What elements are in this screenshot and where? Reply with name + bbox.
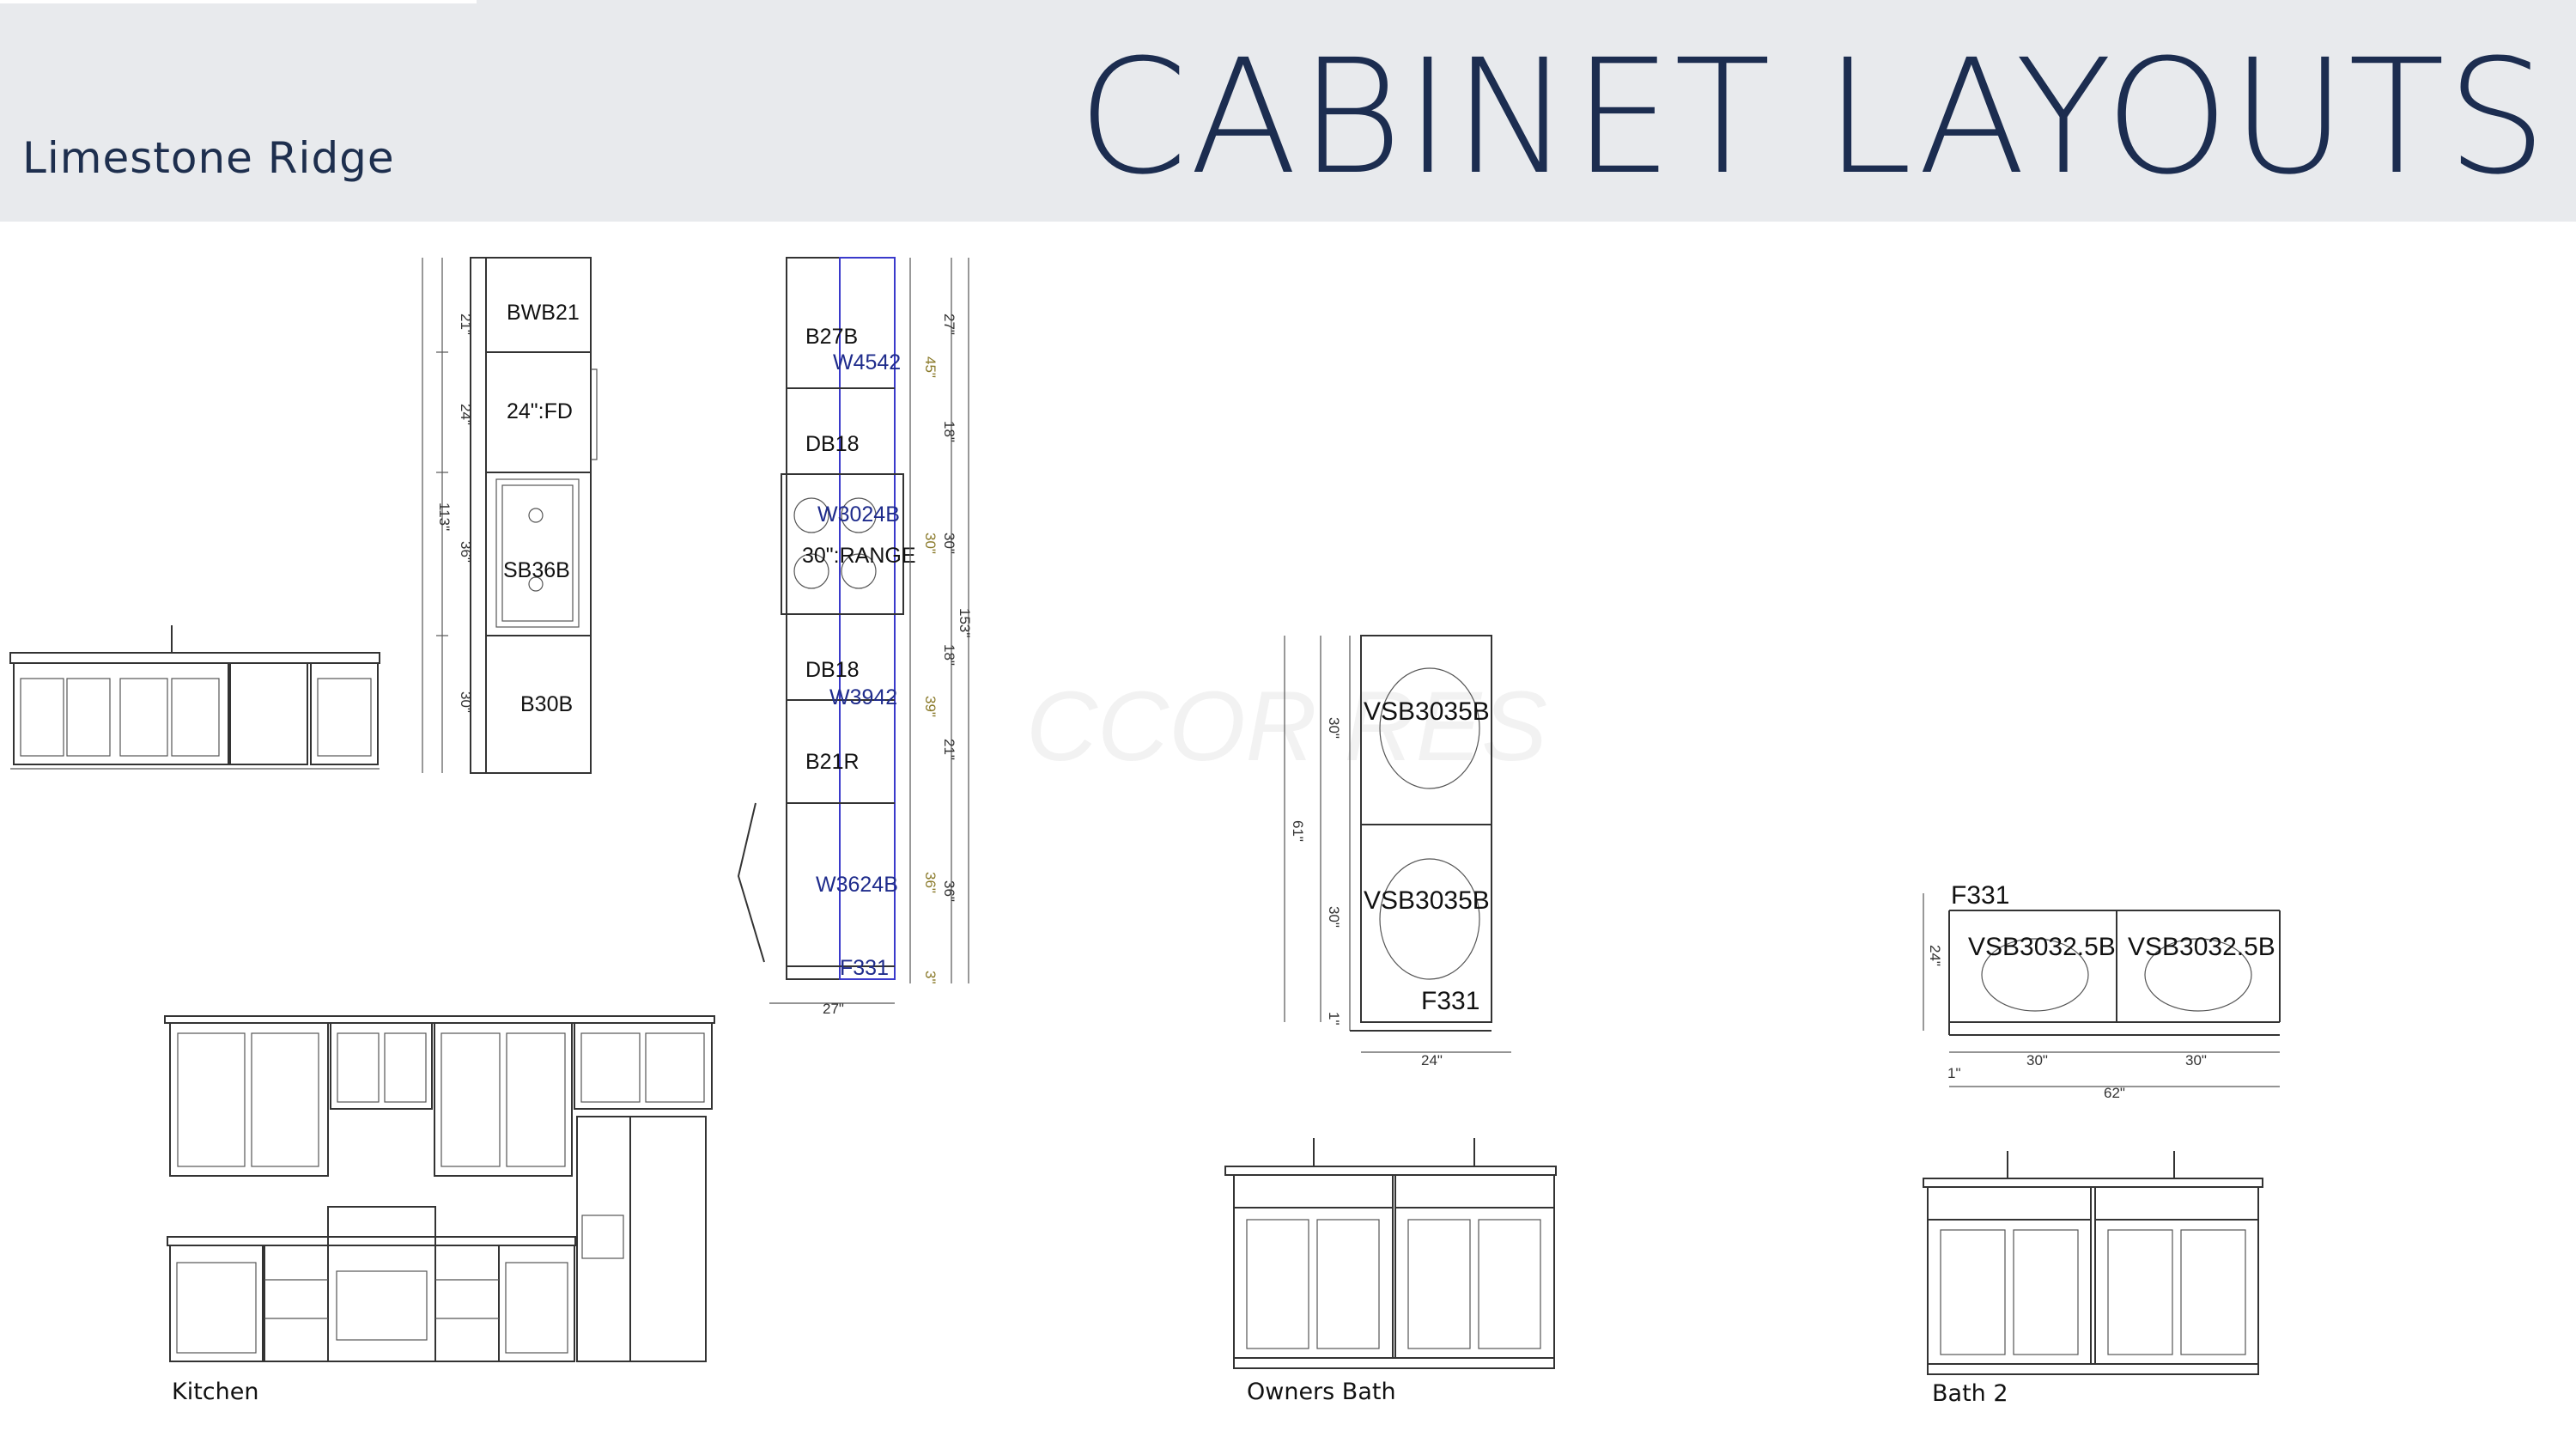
owners-dim-5: 24" xyxy=(1421,1052,1443,1068)
plan-a-dim-1: 21" xyxy=(458,314,474,335)
watermark: CCOR RES xyxy=(1026,672,1547,782)
owners-dim-3: 61" xyxy=(1290,820,1306,842)
page-title: CABINET LAYOUTS xyxy=(1077,26,2549,210)
owners-cab-1: VSB3035B xyxy=(1364,697,1490,726)
owners-dim-2: 30" xyxy=(1326,906,1342,928)
plan-b-dim-2: 18" xyxy=(941,421,957,442)
plan-b-base-1: B27B xyxy=(805,325,858,349)
plan-b-wall-4: W3624B xyxy=(816,873,898,897)
plan-b-dim-total: 153" xyxy=(957,608,973,637)
plan-a-dim-4: 30" xyxy=(458,691,474,713)
bath2-dim-1: 24" xyxy=(1927,945,1943,966)
header-strip xyxy=(0,0,477,3)
owners-dim-4: 1" xyxy=(1326,1012,1342,1026)
caption-owners-bath: Owners Bath xyxy=(1247,1379,1396,1405)
plan-b-dim-y2: 30" xyxy=(922,533,939,554)
plan-a-cab-2: 24":FD xyxy=(507,399,573,423)
bath2-cab-1: F331 xyxy=(1951,881,2009,910)
plan-a-floorplan: BWB21 24":FD SB36B B30B 21" 24" 36" 30" … xyxy=(422,257,598,774)
bath2-dim-5: 62" xyxy=(2104,1085,2125,1101)
bath2-dim-4: 1" xyxy=(1947,1065,1961,1081)
plan-b-dim-y1: 45" xyxy=(922,356,939,378)
plan-b-dim-y5: 3" xyxy=(922,971,939,984)
caption-bath2: Bath 2 xyxy=(1932,1380,2008,1407)
plan-a-cab-4: B30B xyxy=(520,692,573,716)
bath2-dim-3: 30" xyxy=(2185,1052,2207,1068)
plan-b-dim-y3: 39" xyxy=(922,696,939,717)
owners-dim-1: 30" xyxy=(1326,717,1342,739)
plan-b-base-3: 30":RANGE xyxy=(802,544,916,568)
owners-bath-elevation xyxy=(1224,1138,1557,1369)
plan-a-dim-total: 113" xyxy=(436,502,453,531)
plan-b-wall-2: W3024B xyxy=(817,502,900,527)
plan-b-wall-5: F331 xyxy=(840,956,889,980)
plan-b-dim-4: 18" xyxy=(941,644,957,666)
owners-cab-3: F331 xyxy=(1421,987,1479,1015)
plan-b-dim-5: 21" xyxy=(941,739,957,760)
plan-b-dim-width: 27" xyxy=(823,1001,844,1017)
bath2-floorplan: F331 VSB3032.5B VSB3032.5B 24" 30" 30" 1… xyxy=(1923,881,2281,1101)
owners-bath-floorplan: VSB3035B VSB3035B F331 30" 30" 61" 1" 24… xyxy=(1284,635,1511,1068)
plan-a-dim-2: 24" xyxy=(458,404,474,425)
community-name: Limestone Ridge xyxy=(22,133,395,183)
plan-b-wall-3: W3942 xyxy=(829,685,897,709)
bath2-elevation xyxy=(1923,1151,2263,1375)
bath2-dim-2: 30" xyxy=(2026,1052,2048,1068)
owners-cab-2: VSB3035B xyxy=(1364,886,1490,915)
plan-b-dim-y4: 36" xyxy=(922,872,939,893)
plan-b-floorplan: B27B W4542 DB18 W3024B 30":RANGE DB18 W3… xyxy=(737,257,973,1017)
plan-b-base-5: B21R xyxy=(805,750,860,774)
plan-a-cab-3: SB36B xyxy=(503,558,570,582)
plan-b-dim-3: 30" xyxy=(941,533,957,554)
plan-b-dim-6: 36" xyxy=(941,880,957,902)
bath2-cab-3: VSB3032.5B xyxy=(2128,933,2275,961)
kitchen-elevation xyxy=(164,1015,715,1362)
header-banner: Limestone Ridge CABINET LAYOUTS xyxy=(0,0,2576,222)
bath2-cab-2: VSB3032.5B xyxy=(1968,933,2116,961)
plan-b-wall-1: W4542 xyxy=(833,350,901,374)
plan-b-base-4: DB18 xyxy=(805,658,860,682)
plan-b-dim-1: 27" xyxy=(941,314,957,335)
caption-kitchen: Kitchen xyxy=(172,1379,259,1405)
plan-b-base-2: DB18 xyxy=(805,432,860,456)
plan-a-dim-3: 36" xyxy=(458,541,474,563)
plan-a-cab-1: BWB21 xyxy=(507,301,580,325)
plan-a-elevation xyxy=(9,625,380,770)
